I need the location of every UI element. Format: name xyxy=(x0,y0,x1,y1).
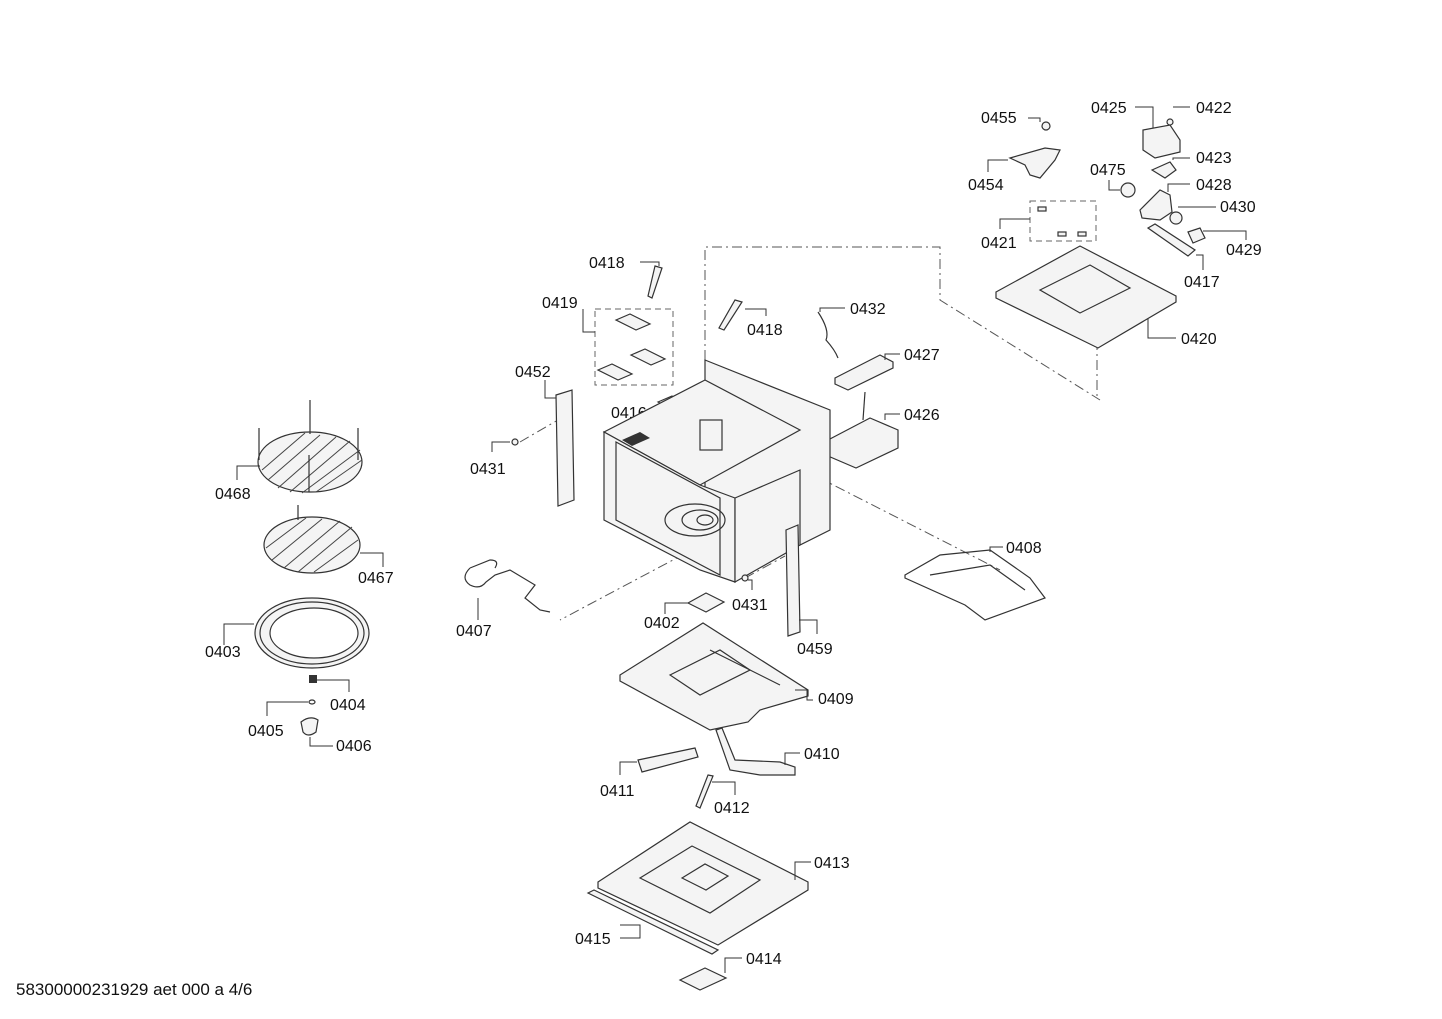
part-label: 0415 xyxy=(575,931,611,948)
part-label: 0454 xyxy=(968,177,1004,194)
part-label: 0414 xyxy=(746,951,782,968)
part-0421[interactable]: 0421 xyxy=(981,200,1097,252)
part-0412[interactable]: 0412 xyxy=(695,774,750,817)
part-0411[interactable]: 0411 xyxy=(600,747,699,800)
part-0409[interactable]: 0409 xyxy=(619,622,854,731)
part-label: 0430 xyxy=(1220,199,1256,216)
part-0417[interactable]: 0417 xyxy=(1146,223,1220,291)
part-0452[interactable]: 0452 xyxy=(515,364,575,507)
part-0454[interactable]: 0454 xyxy=(968,147,1061,194)
part-label: 0432 xyxy=(850,301,886,318)
part-label: 0459 xyxy=(797,641,833,658)
part-label: 0417 xyxy=(1184,274,1220,291)
part-label: 0475 xyxy=(1090,162,1126,179)
part-0415[interactable]: 0415 xyxy=(575,889,720,955)
part-0418-right[interactable]: 0418 xyxy=(718,299,783,339)
part-label: 0426 xyxy=(904,407,940,424)
part-label: 0455 xyxy=(981,110,1017,127)
part-label: 0425 xyxy=(1091,100,1127,117)
part-0404[interactable]: 0404 xyxy=(309,675,366,714)
part-0425[interactable]: 0425 xyxy=(1091,100,1181,159)
part-label: 0467 xyxy=(358,570,394,587)
part-label: 0431 xyxy=(732,597,768,614)
part-label: 0423 xyxy=(1196,150,1232,167)
part-0431-right[interactable]: 0431 xyxy=(732,574,768,614)
part-label: 0429 xyxy=(1226,242,1262,259)
part-0467[interactable]: 0467 xyxy=(263,505,394,587)
part-0459[interactable]: 0459 xyxy=(785,524,833,658)
part-0410[interactable]: 0410 xyxy=(715,727,840,776)
part-0406[interactable]: 0406 xyxy=(300,717,372,755)
part-label: 0428 xyxy=(1196,177,1232,194)
part-0403[interactable]: 0403 xyxy=(205,597,370,669)
part-label: 0408 xyxy=(1006,540,1042,557)
part-0475[interactable]: 0475 xyxy=(1090,162,1136,198)
part-0408[interactable]: 0408 xyxy=(904,540,1046,621)
part-0405[interactable]: 0405 xyxy=(248,699,316,740)
part-label: 0419 xyxy=(542,295,578,312)
part-0422[interactable]: 0422 xyxy=(1166,100,1232,126)
part-0419[interactable]: 0419 xyxy=(542,295,674,386)
part-label: 0420 xyxy=(1181,331,1217,348)
part-0426[interactable]: 0426 xyxy=(827,391,940,469)
part-label: 0431 xyxy=(470,461,506,478)
part-label: 0411 xyxy=(600,783,635,800)
part-0413[interactable]: 0413 xyxy=(597,821,850,946)
part-label: 0410 xyxy=(804,746,840,763)
part-label: 0427 xyxy=(904,347,940,364)
part-label: 0412 xyxy=(714,800,750,817)
part-0407[interactable]: 0407 xyxy=(456,559,551,640)
part-0428[interactable]: 0428 xyxy=(1139,177,1232,221)
part-label: 0422 xyxy=(1196,100,1232,117)
part-0418-left[interactable]: 0418 xyxy=(589,255,663,299)
part-label: 0405 xyxy=(248,723,284,740)
document-footer-code: 58300000231929 aet 000 a 4/6 xyxy=(16,980,253,999)
part-0429[interactable]: 0429 xyxy=(1187,227,1262,259)
part-label: 0406 xyxy=(336,738,372,755)
part-label: 0403 xyxy=(205,644,241,661)
part-label: 0404 xyxy=(330,697,366,714)
part-label: 0407 xyxy=(456,623,492,640)
part-label: 0468 xyxy=(215,486,251,503)
part-label: 0402 xyxy=(644,615,680,632)
part-0430[interactable]: 0430 xyxy=(1169,199,1256,225)
part-label: 0421 xyxy=(981,235,1017,252)
part-label: 0418 xyxy=(747,322,783,339)
part-label: 0409 xyxy=(818,691,854,708)
part-label: 0452 xyxy=(515,364,551,381)
oven-cavity[interactable] xyxy=(602,359,831,584)
part-label: 0413 xyxy=(814,855,850,872)
part-0432[interactable]: 0432 xyxy=(817,301,886,359)
part-0427[interactable]: 0427 xyxy=(834,347,940,391)
part-0402[interactable]: 0402 xyxy=(644,592,726,632)
part-0423[interactable]: 0423 xyxy=(1150,150,1232,179)
part-label: 0418 xyxy=(589,255,625,272)
part-0414[interactable]: 0414 xyxy=(678,951,782,991)
part-0455[interactable]: 0455 xyxy=(981,110,1051,131)
part-0420[interactable]: 0420 xyxy=(995,245,1217,349)
part-0431-left[interactable]: 0431 xyxy=(470,438,519,478)
part-0468[interactable]: 0468 xyxy=(215,400,363,503)
assembly-lines xyxy=(519,246,1101,621)
